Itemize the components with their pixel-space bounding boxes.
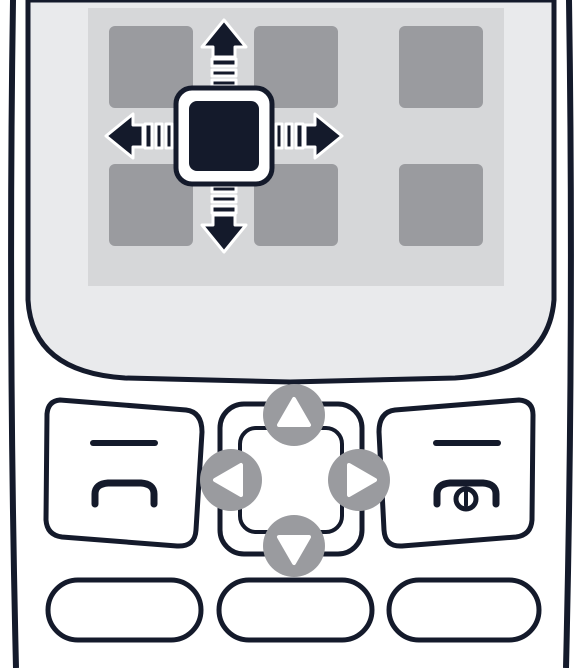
- tile-r0-c2: [399, 26, 483, 108]
- selected-tile-fill: [189, 101, 259, 171]
- phone-left-edge: [11, 0, 16, 668]
- dpad-down-button[interactable]: [263, 515, 325, 577]
- bottom-key-left[interactable]: [48, 580, 201, 640]
- dpad-up-button[interactable]: [263, 384, 325, 446]
- left-soft-key[interactable]: [46, 400, 202, 546]
- selected-tile: [176, 88, 272, 184]
- tile-r1-c2: [399, 164, 483, 246]
- screen: [88, 8, 504, 286]
- bottom-key-right[interactable]: [389, 580, 539, 640]
- dpad: [200, 384, 390, 577]
- dpad-right-button[interactable]: [328, 449, 390, 511]
- right-soft-key[interactable]: [379, 400, 533, 546]
- phone-right-edge: [566, 0, 571, 668]
- bottom-key-center[interactable]: [219, 580, 372, 640]
- dpad-left-button[interactable]: [200, 449, 262, 511]
